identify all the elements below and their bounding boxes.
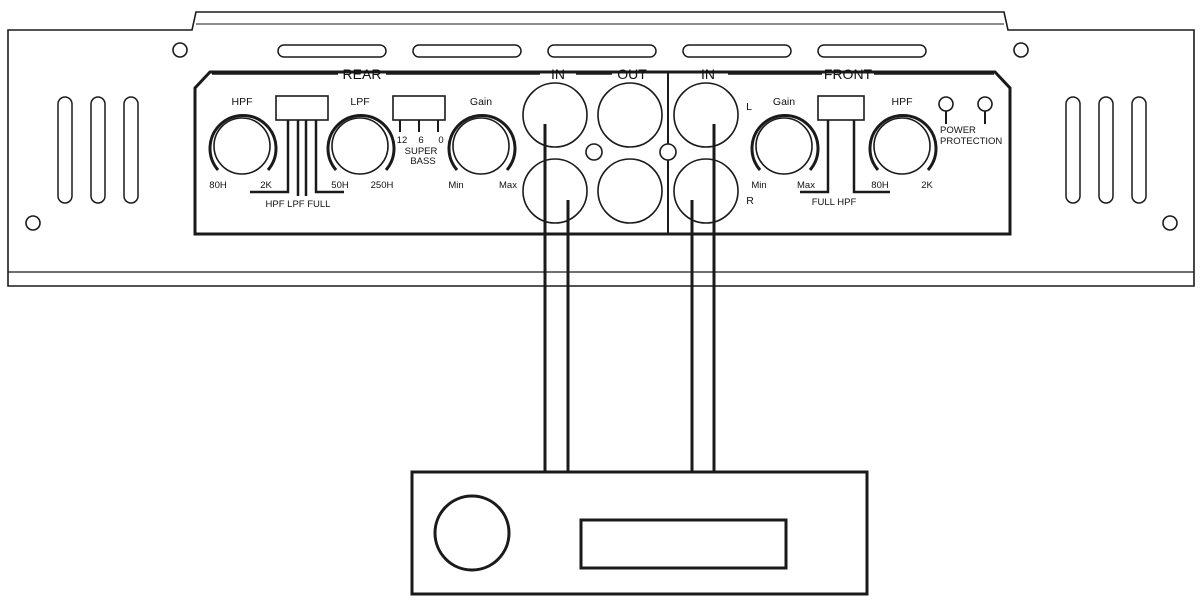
vent-slot [1065,96,1081,204]
channel-r-label: R [746,195,754,207]
rear-lpf-knob[interactable]: LPF 50H 250H [326,96,396,191]
protection-led [977,96,993,112]
vent-slot [1098,96,1114,204]
mounting-holes [25,42,1178,231]
mounting-hole [172,42,188,58]
head-unit [410,470,869,596]
rca-in-right-upper[interactable] [673,82,739,148]
vent-slot [682,44,792,58]
rear-super-bass-switch[interactable]: 12 6 0 SUPER BASS [392,95,446,167]
rca-in-right-lower[interactable] [673,158,739,224]
head-unit-display [579,518,788,570]
power-led [938,96,954,112]
rear-gain-knob[interactable]: Gain Min Max [447,96,517,191]
rear-hpf-max: 2K [260,180,272,191]
status-leds: POWER PROTECTION [938,96,1002,147]
front-filter-switch[interactable]: FULL HPF [800,95,890,208]
front-section-label: FRONT [824,66,873,82]
vent-slot [547,44,657,58]
mounting-hole [1162,215,1178,231]
vent-slot [817,44,927,58]
rear-hpf-label: HPF [232,96,253,108]
front-gain-max: Max [797,180,815,191]
rear-hpf-knob[interactable]: HPF 80H 2K [208,96,278,191]
control-panel: REAR IN OUT IN FRONT HPF 80H 2K HPF LPF … [193,66,1012,236]
vent-slot [57,96,73,204]
channel-l-label: L [746,101,752,113]
in-left-label: IN [551,66,565,82]
rca-center-hole [585,143,603,161]
rca-out-upper[interactable] [597,82,663,148]
mounting-hole [25,215,41,231]
front-gain-knob[interactable]: Gain Min Max [750,96,820,191]
out-label: OUT [617,66,647,82]
vent-slot [412,44,522,58]
super-bass-option-6: 6 [418,135,423,146]
front-hpf-max: 2K [921,180,933,191]
super-bass-option-12: 12 [397,135,408,146]
vent-slot [90,96,106,204]
rear-lpf-min: 50H [331,180,349,191]
rear-filter-switch-label: HPF LPF FULL [266,199,331,210]
super-bass-label-2: BASS [410,156,435,167]
protection-label: PROTECTION [940,136,1002,147]
power-label: POWER [940,125,976,136]
side-vent-slots [57,96,1147,204]
rear-gain-min: Min [448,180,463,191]
vent-slot [277,44,387,58]
rear-gain-label: Gain [470,96,492,108]
rca-in-left-lower[interactable] [522,158,588,224]
front-hpf-knob[interactable]: HPF 80H 2K [868,96,938,191]
rca-jacks [522,82,739,224]
super-bass-label-1: SUPER [405,146,438,157]
super-bass-option-0: 0 [438,135,443,146]
rear-lpf-max: 250H [371,180,394,191]
in-right-label: IN [701,66,715,82]
vent-slot [123,96,139,204]
top-vent-slots [277,44,927,58]
front-hpf-min: 80H [871,180,889,191]
front-gain-min: Min [751,180,766,191]
rca-center-hole [659,143,677,161]
amplifier-chassis [7,11,1195,287]
mounting-hole [1013,42,1029,58]
rca-in-left-upper[interactable] [522,82,588,148]
rca-out-lower[interactable] [597,158,663,224]
rear-lpf-label: LPF [350,96,369,108]
front-hpf-label: HPF [892,96,913,108]
rca-cables [543,124,716,472]
vent-slot [1131,96,1147,204]
rear-filter-switch[interactable]: HPF LPF FULL [250,95,344,210]
rear-hpf-min: 80H [209,180,227,191]
front-filter-switch-label: FULL HPF [812,197,857,208]
rear-section-label: REAR [343,66,382,82]
rear-gain-max: Max [499,180,517,191]
head-unit-volume-knob[interactable] [433,494,511,572]
front-gain-label: Gain [773,96,795,108]
